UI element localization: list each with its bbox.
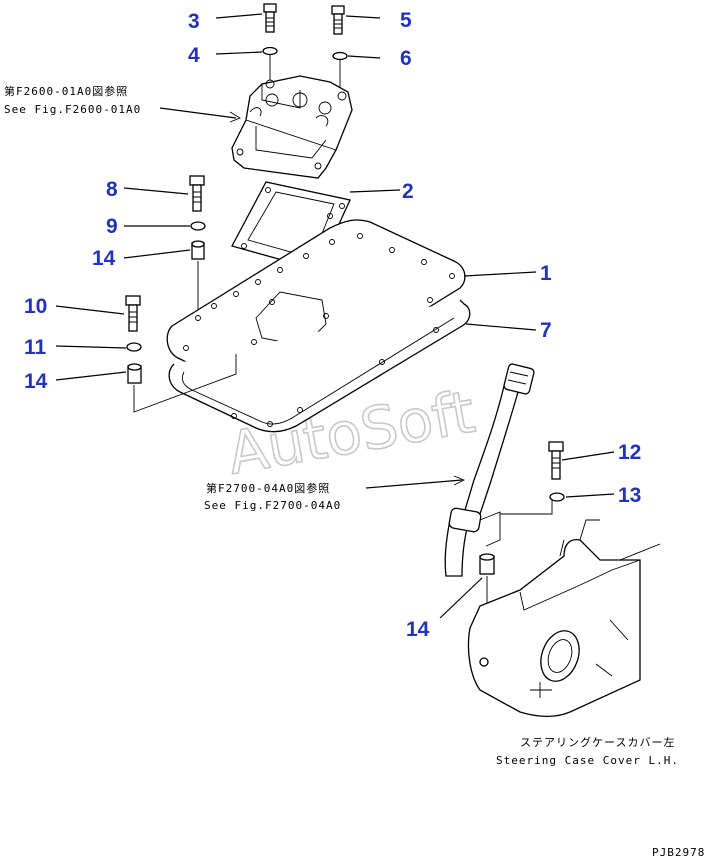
gasket-7 — [168, 299, 471, 433]
leader-lines — [55, 13, 615, 619]
callout-6: 6 — [400, 47, 412, 70]
ref-top-en: See Fig.F2600-01A0 — [4, 103, 141, 116]
callout-5: 5 — [400, 9, 412, 32]
callout-12: 12 — [618, 441, 641, 464]
ref-top-jp: 第F2600-01A0図参照 — [4, 84, 128, 98]
callout-14-left: 14 — [24, 370, 48, 393]
bolt-12 — [548, 441, 564, 480]
washer-13 — [549, 492, 565, 502]
callout-11: 11 — [24, 336, 47, 359]
ref-case-en: Steering Case Cover L.H. — [496, 754, 679, 767]
callout-7: 7 — [540, 319, 552, 342]
spacer-14-left — [127, 363, 142, 384]
callout-8: 8 — [106, 178, 118, 201]
washer-6 — [332, 51, 348, 61]
washer-11 — [126, 342, 142, 352]
washer-9 — [190, 221, 206, 231]
callout-14-upper: 14 — [92, 247, 116, 270]
valve-body — [231, 75, 353, 179]
callout-13: 13 — [618, 484, 641, 507]
callout-2: 2 — [402, 180, 414, 203]
ref-mid-jp: 第F2700-04A0図参照 — [206, 481, 330, 495]
ref-mid-en: See Fig.F2700-04A0 — [204, 499, 341, 512]
bolt-5 — [331, 5, 345, 35]
callout-1: 1 — [540, 262, 552, 285]
callout-14-right: 14 — [406, 618, 430, 641]
spacer-14-upper — [191, 240, 205, 260]
callout-3: 3 — [188, 10, 200, 33]
callouts: 3 4 5 6 2 8 9 14 1 7 10 11 14 12 13 14 — [24, 9, 641, 641]
callout-9: 9 — [106, 215, 118, 238]
bolt-3 — [263, 3, 277, 33]
washer-4 — [262, 46, 278, 56]
dipstick-tube — [444, 363, 553, 577]
callout-4: 4 — [188, 44, 200, 67]
spacer-14-right — [479, 553, 495, 575]
steering-case-cover — [467, 519, 661, 718]
drawing-code: PJB2978 — [652, 846, 705, 859]
bolt-8 — [189, 175, 205, 212]
callout-10: 10 — [24, 295, 47, 318]
bolt-10 — [125, 295, 141, 332]
ref-case-jp: ステアリングケースカバー左 — [520, 735, 675, 749]
